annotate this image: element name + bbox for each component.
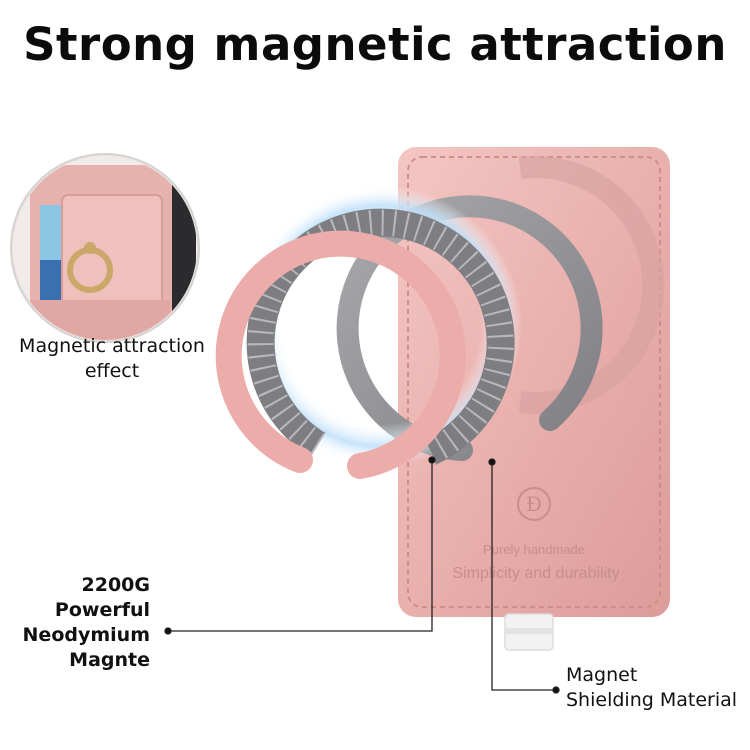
- shielding-callout: Magnet Shielding Material: [566, 663, 750, 713]
- inset-zoom-circle: [10, 153, 200, 343]
- shielding-callout-line: Shielding Material: [566, 689, 738, 711]
- card-tagline-small: Purely handmade: [483, 542, 585, 557]
- magnet-callout: 2200G Powerful Neodymium Magnte: [20, 573, 150, 673]
- card-tagline-large: Simplicity and durability: [452, 565, 619, 582]
- magnet-callout-line: Powerful: [54, 599, 150, 621]
- inset-caption: Magnetic attraction effect: [6, 334, 218, 384]
- magnet-callout-line: 2200G: [81, 574, 150, 596]
- page-title: Strong magnetic attraction: [23, 18, 727, 71]
- pink-ring: [215, 230, 466, 479]
- inset-caption-line: Magnetic attraction: [19, 335, 205, 357]
- inset-caption-line: effect: [84, 360, 140, 382]
- shielding-callout-line: Magnet: [566, 664, 638, 686]
- magnet-ring: [242, 186, 522, 466]
- leader-lines: [164, 456, 560, 694]
- magnet-callout-line: Magnte: [69, 649, 150, 671]
- magnet-callout-line: Neodymium: [22, 624, 150, 646]
- card-logo: Ð: [526, 492, 542, 516]
